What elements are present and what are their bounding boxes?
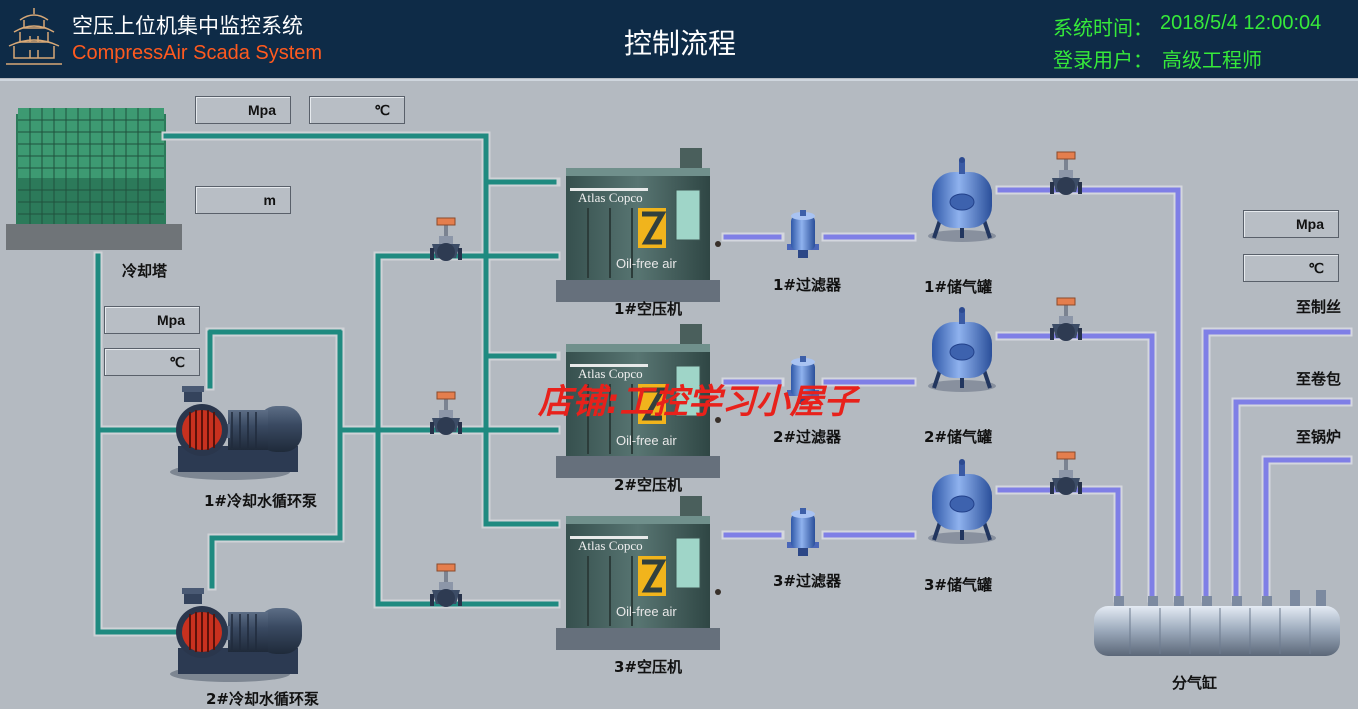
compressor-3-brand: Atlas Copco: [578, 538, 643, 553]
manifold-label: 分气缸: [1172, 674, 1218, 692]
pump-2-icon: [169, 587, 303, 683]
compressor-2-label: 2#空压机: [614, 476, 683, 494]
pump-pressure-box: Mpa: [104, 306, 200, 334]
output-3-label: 至锅炉: [1296, 428, 1342, 446]
cooling-water-pipes: [93, 131, 561, 637]
compressor-1-brand: Atlas Copco: [578, 190, 643, 205]
header-temperature-box: ℃: [1243, 254, 1339, 282]
login-user-value: 高级工程师: [1162, 48, 1262, 72]
pagoda-logo-icon: [6, 8, 62, 65]
compressor-2-tagline: Oil-free air: [616, 433, 677, 448]
filter-2-label: 2#过滤器: [773, 428, 842, 446]
tank-3-label: 3#储气罐: [924, 576, 993, 594]
header-bar: 空压上位机集中监控系统 CompressAir Scada System 控制流…: [0, 0, 1358, 78]
filter-1-icon: [787, 210, 819, 258]
tower-temperature-box: ℃: [309, 96, 405, 124]
compressor-3-label: 3#空压机: [614, 658, 683, 676]
pump-temperature-box: ℃: [104, 348, 200, 376]
compressor-1-tagline: Oil-free air: [616, 256, 677, 271]
pump-1-label: 1#冷却水循环泵: [204, 492, 318, 510]
pump-2-label: 2#冷却水循环泵: [206, 690, 320, 708]
tank-1-icon: [926, 155, 998, 244]
login-user-label: 登录用户：: [1053, 48, 1153, 72]
compressor-1-label: 1#空压机: [614, 300, 683, 318]
watermark-text: 店铺:工控学习小屋子: [538, 382, 858, 422]
tank-2-label: 2#储气罐: [924, 428, 993, 446]
compressor-3-icon: [556, 496, 721, 650]
tower-pressure-box: Mpa: [195, 96, 291, 124]
tank-1-label: 1#储气罐: [924, 278, 993, 296]
manifold-icon: [1094, 590, 1340, 656]
page-title: 控制流程: [623, 27, 736, 60]
output-1-label: 至制丝: [1296, 298, 1342, 316]
app-subtitle: CompressAir Scada System: [72, 42, 323, 64]
tank-3-icon: [926, 457, 998, 546]
compressor-1-icon: [556, 148, 721, 302]
compressor-3-tagline: Oil-free air: [616, 604, 677, 619]
cooling-tower-icon: [6, 108, 182, 250]
tank-2-icon: [926, 305, 998, 394]
compressor-2-brand: Atlas Copco: [578, 366, 643, 381]
header-divider: [0, 79, 1358, 81]
pump-1-icon: [169, 385, 303, 481]
cooling-tower-label: 冷却塔: [122, 262, 168, 280]
tower-level-box: m: [195, 186, 291, 214]
system-time-value: 2018/5/4 12:00:04: [1160, 12, 1322, 34]
filter-1-label: 1#过滤器: [773, 276, 842, 294]
header-pressure-box: Mpa: [1243, 210, 1339, 238]
filter-3-label: 3#过滤器: [773, 572, 842, 590]
app-title: 空压上位机集中监控系统: [72, 14, 303, 38]
output-2-label: 至卷包: [1296, 370, 1342, 388]
filter-3-icon: [787, 508, 819, 556]
system-time-label: 系统时间：: [1053, 16, 1153, 40]
